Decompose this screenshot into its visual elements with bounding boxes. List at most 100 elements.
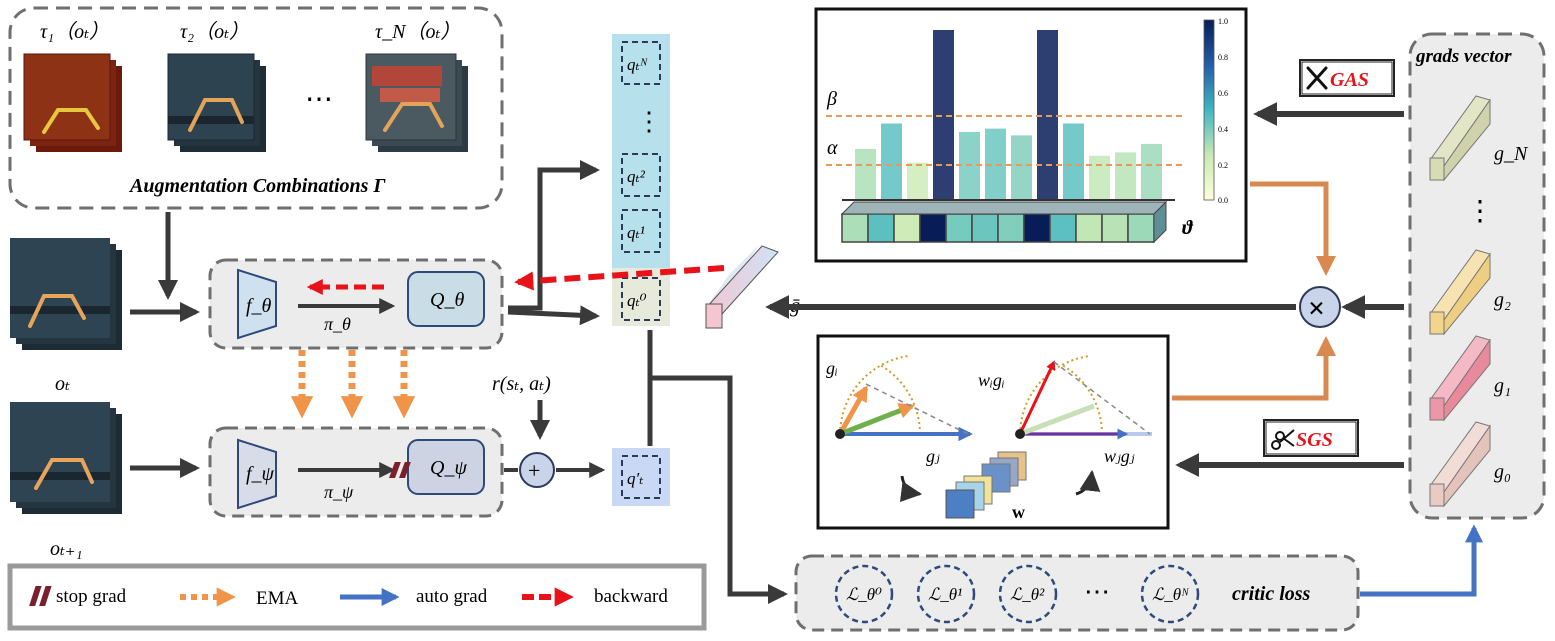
online-output-arrows: [507, 160, 600, 326]
vector-gj-label: gⱼ: [926, 446, 940, 466]
svg-text:0.8: 0.8: [1218, 53, 1228, 62]
augmentation-box: [8, 6, 504, 210]
legend: stop grad EMA auto grad backward: [7, 563, 707, 631]
augmentation-ellipsis: ⋯: [305, 84, 333, 115]
grad-n-label: g_N: [1494, 143, 1529, 165]
bar-8: [1063, 123, 1084, 200]
sgs-to-multiply-arrow: [1172, 336, 1336, 401]
target-critic-label: Q_ψ: [430, 457, 467, 479]
beta-label: β: [826, 88, 837, 110]
ema-arrows: [290, 350, 416, 419]
critic-loss-item-0: ℒ_θ⁰: [846, 585, 882, 604]
bar-chart-panel: β α ϑ 1.0 0.8 0.6 0.4 0.2 0.0: [814, 7, 1248, 263]
critic-loss-box: [794, 554, 1360, 632]
colorbar-ticks: 1.0 0.8 0.6 0.4 0.2 0.0: [1218, 17, 1228, 205]
target-encoder-label: f_ψ: [246, 463, 275, 485]
q-n-label: qₜᴺ: [627, 55, 648, 74]
target-encoder-shape: [237, 438, 277, 510]
q-0-label: qₜ⁰: [627, 291, 647, 310]
multiply-symbol: ×: [1308, 292, 1325, 325]
grad-0-label: g₀: [1494, 461, 1511, 483]
vector-wjgj-label: wⱼgⱼ: [1104, 446, 1135, 466]
grads-dots: ⋮: [1466, 196, 1494, 227]
theta-cell-10: [1101, 213, 1129, 243]
bar-1: [881, 123, 902, 200]
grad-1-bar: [1429, 335, 1491, 422]
gbar-backward-arrow: [514, 265, 725, 291]
theta-cell-8: [1049, 213, 1077, 243]
online-policy-label: π_θ: [324, 314, 351, 334]
tools-icon: [1306, 66, 1328, 90]
critic-loss-dots: ⋯: [1084, 577, 1110, 606]
grad-n-bar: [1429, 95, 1491, 182]
augmented-image-stack-n: [365, 53, 468, 152]
gas-badge: GAS: [1299, 59, 1395, 97]
scissors-icon: [1271, 429, 1295, 450]
stop-grad-symbol: [389, 462, 411, 478]
plus-node: [519, 452, 555, 488]
q-column: qₜᴺ ⋮ qₜ² qₜ¹ qₜ⁰ q′ₜ: [612, 34, 670, 506]
theta-strip-side: [1153, 200, 1167, 244]
gas-label: GAS: [1330, 69, 1369, 91]
legend-ema-label: EMA: [256, 588, 299, 609]
grad-2-label: g₂: [1494, 289, 1511, 311]
grads-vector-title: grads vector: [1415, 46, 1512, 67]
critic-loss-group: ℒ_θ⁰ ℒ_θ¹ ℒ_θ² ⋯ ℒ_θᴺ critic loss: [794, 554, 1360, 632]
q-dots: ⋮: [636, 107, 662, 136]
gas-to-multiply-arrow: [1250, 181, 1336, 276]
augmentation-group: τ₁（oₜ） τ₂（oₜ） τ_N（oₜ） ⋯ Augm: [8, 6, 504, 210]
q-target-label: q′ₜ: [627, 469, 644, 488]
vector-wigi-label: wᵢgᵢ: [978, 370, 1005, 390]
theta-cell-11: [1127, 213, 1155, 243]
weight-squares: [945, 451, 1027, 519]
grads-vector-group: grads vector g_N ⋮ g₂ g₁ g₀: [1408, 32, 1546, 520]
svg-text:0.0: 0.0: [1218, 196, 1228, 205]
multiply-node: [1299, 286, 1341, 328]
tau-1-label: τ₁（oₜ）: [40, 20, 109, 43]
bar-10: [1115, 152, 1136, 200]
observation-current-stack: [10, 238, 122, 350]
theta-cells: [840, 200, 1168, 244]
bar-2: [907, 162, 928, 200]
g-bar-vector: [705, 244, 779, 329]
online-encoder-label: f_θ: [246, 295, 272, 317]
bar-9: [1089, 155, 1110, 200]
target-network: f_ψ Q_ψ π_ψ: [208, 426, 504, 518]
online-network: f_θ Q_θ π_θ: [208, 258, 504, 350]
plus-symbol: +: [528, 458, 540, 483]
theta-cell-1: [867, 213, 895, 243]
theta-cell-2: [893, 213, 921, 243]
theta-cell-9: [1075, 213, 1103, 243]
tau-2-label: τ₂（oₜ）: [180, 20, 249, 43]
svg-text:1.0: 1.0: [1218, 17, 1228, 26]
bar-6: [1011, 135, 1032, 200]
target-policy-label: π_ψ: [324, 482, 354, 502]
legend-stop-grad-label: stop grad: [56, 586, 127, 607]
q-target-cell: [612, 448, 670, 506]
tau-n-label: τ_N（oₜ）: [375, 20, 460, 43]
theta-cell-5: [971, 213, 999, 243]
critic-loss-item-1: ℒ_θ¹: [928, 585, 962, 604]
augmented-image-stack-1: [23, 53, 122, 152]
reward-label: r(sₜ, aₜ): [492, 373, 551, 395]
sgs-badge: SGS: [1263, 419, 1359, 457]
svg-text:0.2: 0.2: [1218, 161, 1228, 170]
q-2-label: qₜ²: [627, 167, 646, 186]
theta-cell-6: [997, 213, 1025, 243]
bar-3: [933, 30, 954, 200]
grad-0-bar: [1429, 421, 1491, 508]
bar-11: [1141, 143, 1162, 200]
legend-auto-grad-label: auto grad: [416, 586, 488, 607]
q-to-loss-arrows: [647, 330, 788, 604]
grad-2-bar: [1429, 249, 1491, 336]
observation-current-label: oₜ: [55, 373, 70, 395]
online-critic-label: Q_θ: [430, 289, 464, 311]
svg-text:0.6: 0.6: [1218, 89, 1228, 98]
svg-text:0.4: 0.4: [1218, 125, 1228, 134]
vector-gi-label: gᵢ: [826, 358, 838, 378]
augmented-image-stack-2: [167, 53, 266, 152]
online-critic-box: [407, 271, 485, 327]
critic-loss-item-2: ℒ_θ²: [1010, 585, 1045, 604]
observation-next-label: oₜ₊₁: [50, 538, 82, 560]
theta-label: ϑ: [1182, 217, 1194, 239]
